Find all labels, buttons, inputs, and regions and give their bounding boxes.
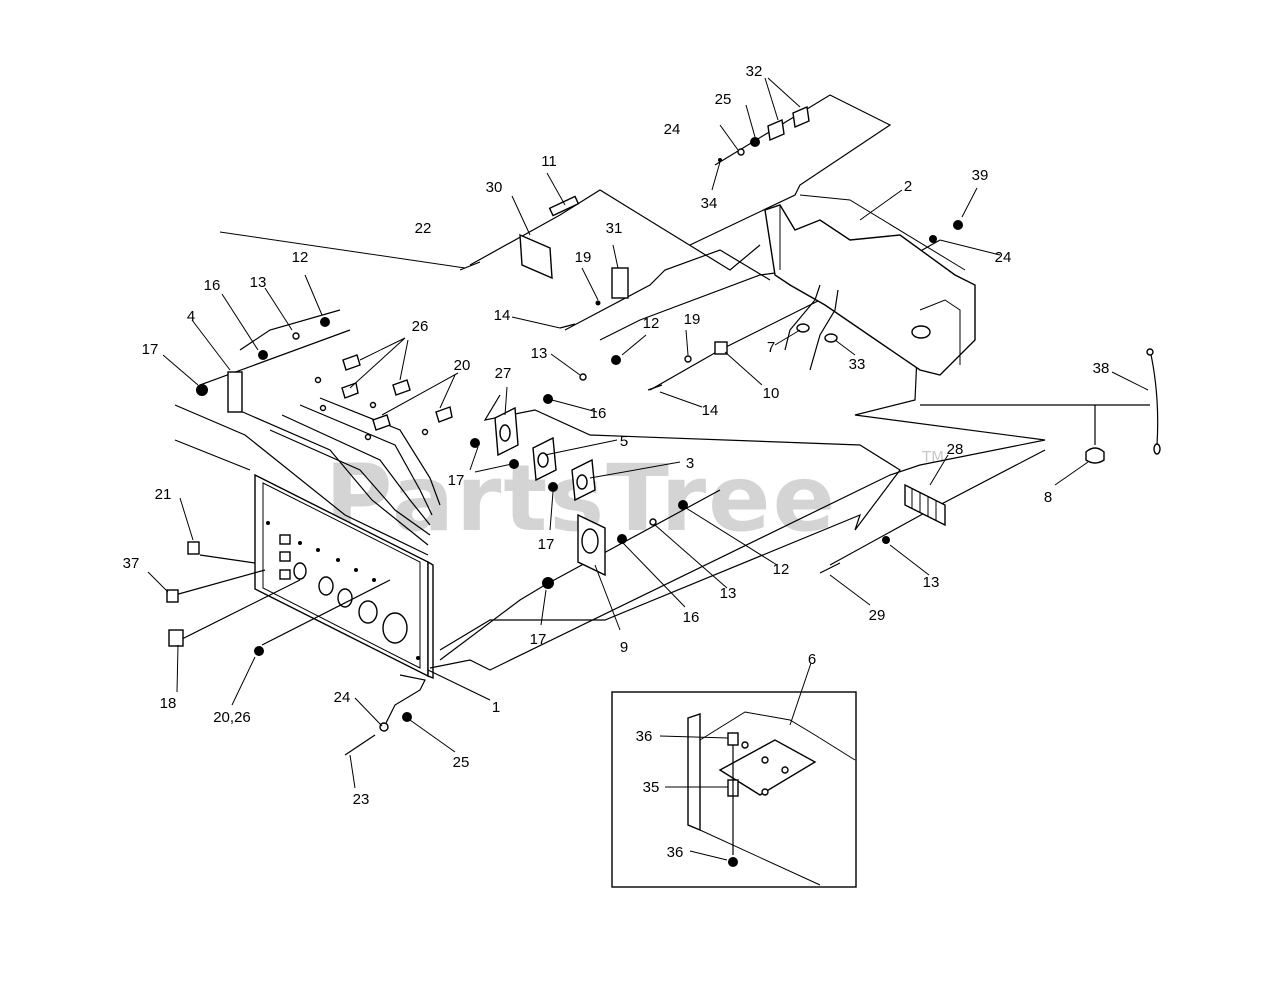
callout-16-middle: 16 [590,405,607,422]
wiring-lines [174,94,1150,726]
callout-17-left: 17 [142,341,159,358]
callout-17-center: 17 [538,536,555,553]
callout-11: 11 [541,153,557,170]
callout-25-bottom: 25 [453,754,470,771]
callout-22: 22 [415,220,432,237]
callout-13-left: 13 [250,274,267,291]
callout-5: 5 [620,433,628,450]
callout-34: 34 [701,195,718,212]
callout-13-lower: 13 [720,585,737,602]
callout-37: 37 [123,555,140,572]
callout-39: 39 [972,167,989,184]
callout-20-26: 20,26 [213,709,251,726]
callout-12-middle: 12 [643,315,660,332]
callout-31: 31 [606,220,623,237]
callout-6: 6 [808,651,816,668]
callout-14-lower: 14 [702,402,719,419]
callout-30: 30 [486,179,503,196]
callout-16-lower: 16 [683,609,700,626]
callout-leaders [147,77,1149,861]
callout-33: 33 [849,356,866,373]
callout-24-right: 24 [995,249,1012,266]
callout-21: 21 [155,486,172,503]
callout-7: 7 [767,339,775,356]
callout-3: 3 [686,455,694,472]
callout-36-lower: 36 [667,844,684,861]
callout-13-right: 13 [923,574,940,591]
watermark-trademark: TM [921,448,944,466]
callout-36-upper: 36 [636,728,653,745]
callout-20: 20 [454,357,471,374]
callout-8: 8 [1044,489,1052,506]
callout-16-left: 16 [204,277,221,294]
callout-32: 32 [746,63,763,80]
callout-9: 9 [620,639,628,656]
callout-35: 35 [643,779,660,796]
callout-labels: 1 2 3 4 5 6 7 8 9 10 11 12 12 12 13 13 1… [123,63,1110,861]
callout-27: 27 [495,365,512,382]
callout-17-lower: 17 [530,631,547,648]
control-panel [254,473,434,680]
callout-10: 10 [763,385,780,402]
callout-25-top: 25 [715,91,732,108]
hardware-parts [166,105,1161,756]
callout-38: 38 [1093,360,1110,377]
callout-19-upper: 19 [575,249,592,266]
callout-24-bottom: 24 [334,689,351,706]
callout-26: 26 [412,318,429,335]
callout-12-left: 12 [292,249,309,266]
callout-17-middle: 17 [448,472,465,489]
callout-12-lower: 12 [773,561,790,578]
callout-13-middle: 13 [531,345,548,362]
callout-23: 23 [353,791,370,808]
callout-14-upper: 14 [494,307,511,324]
inset-detail [611,691,857,888]
callout-1: 1 [492,699,500,716]
callout-29: 29 [869,607,886,624]
callout-2: 2 [904,178,912,195]
base-frame [764,194,976,376]
callout-18: 18 [160,695,177,712]
callout-24-top: 24 [664,121,681,138]
callout-28: 28 [947,441,964,458]
callout-4: 4 [187,308,195,325]
callout-19-lower: 19 [684,311,701,328]
